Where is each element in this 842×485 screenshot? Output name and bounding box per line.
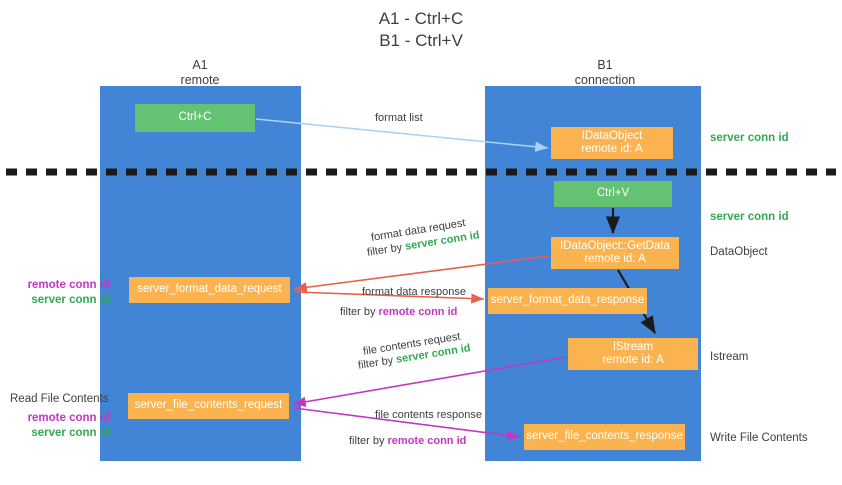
annotation-server-conn-id-mid: server conn id xyxy=(710,211,789,223)
node-idataobject-sublabel: remote id: A xyxy=(581,143,643,155)
arrow-format-data-response xyxy=(295,291,485,304)
node-file-contents-response-label: server_file_contents_response xyxy=(526,430,683,443)
annotation-dataobject: DataObject xyxy=(710,246,768,258)
arrow-format-data-request xyxy=(293,255,550,293)
node-getdata-sublabel: remote id: A xyxy=(584,253,646,265)
node-ctrl-v-label: Ctrl+V xyxy=(596,187,630,200)
node-istream[interactable]: IStream remote id: A xyxy=(568,338,698,370)
node-format-data-request-label: server_format_data_request xyxy=(137,283,282,296)
node-istream-label: IStream xyxy=(612,340,654,353)
column-header-b1: B1 connection xyxy=(574,58,636,87)
edge-label-format-data-response-filter: filter by remote conn id xyxy=(340,305,457,320)
node-idataobject-getdata[interactable]: IDataObject::GetData remote id: A xyxy=(551,237,679,269)
edge-label-file-contents-response: file contents response xyxy=(375,409,483,421)
node-ctrl-v[interactable]: Ctrl+V xyxy=(554,181,672,207)
filter-key-remote-conn-id: remote conn id xyxy=(378,306,458,318)
annotation-server-conn-id: server conn id xyxy=(31,427,110,439)
annotation-remote-conn-id: remote conn id xyxy=(27,279,110,291)
arrow-file-contents-request xyxy=(292,356,567,407)
annotation-write-file-contents: Write File Contents xyxy=(710,432,808,444)
node-server-format-data-request[interactable]: server_format_data_request xyxy=(129,277,290,303)
node-server-format-data-response[interactable]: server_format_data_response xyxy=(488,288,647,314)
node-file-contents-request-label: server_file_contents_request xyxy=(134,399,283,412)
annotation-left-conn-ids-bottom: remote conn id server conn id xyxy=(12,411,110,441)
annotation-left-conn-ids-top: remote conn id server conn id xyxy=(12,278,110,308)
page-title: A1 - Ctrl+C B1 - Ctrl+V xyxy=(378,9,464,50)
filter-prefix: filter by xyxy=(349,435,388,447)
node-format-data-response-label: server_format_data_response xyxy=(490,294,645,307)
annotation-server-conn-id: server conn id xyxy=(31,294,110,306)
node-istream-sublabel: remote id: A xyxy=(602,354,664,366)
node-ctrl-c[interactable]: Ctrl+C xyxy=(135,104,255,132)
column-header-a1: A1 remote xyxy=(180,58,220,87)
annotation-istream: Istream xyxy=(710,351,749,363)
node-idataobject-label: IDataObject xyxy=(581,129,643,142)
arrow-file-contents-response xyxy=(293,407,521,441)
node-server-file-contents-request[interactable]: server_file_contents_request xyxy=(128,393,289,419)
node-ctrl-c-label: Ctrl+C xyxy=(178,111,212,124)
filter-key-remote-conn-id: remote conn id xyxy=(387,435,467,447)
node-server-file-contents-response[interactable]: server_file_contents_response xyxy=(524,424,685,450)
annotation-server-conn-id-top: server conn id xyxy=(710,132,789,144)
annotation-read-file-contents: Read File Contents xyxy=(10,393,109,405)
edge-label-format-data-response: format data response xyxy=(362,286,466,298)
node-idataobject[interactable]: IDataObject remote id: A xyxy=(551,127,673,159)
edge-label-file-contents-response-filter: filter by remote conn id xyxy=(349,434,466,449)
node-getdata-label: IDataObject::GetData xyxy=(560,239,670,252)
edge-label-format-list: format list xyxy=(375,112,423,124)
arrow-format-list xyxy=(255,118,549,152)
filter-prefix: filter by xyxy=(340,306,379,318)
annotation-remote-conn-id: remote conn id xyxy=(27,412,110,424)
